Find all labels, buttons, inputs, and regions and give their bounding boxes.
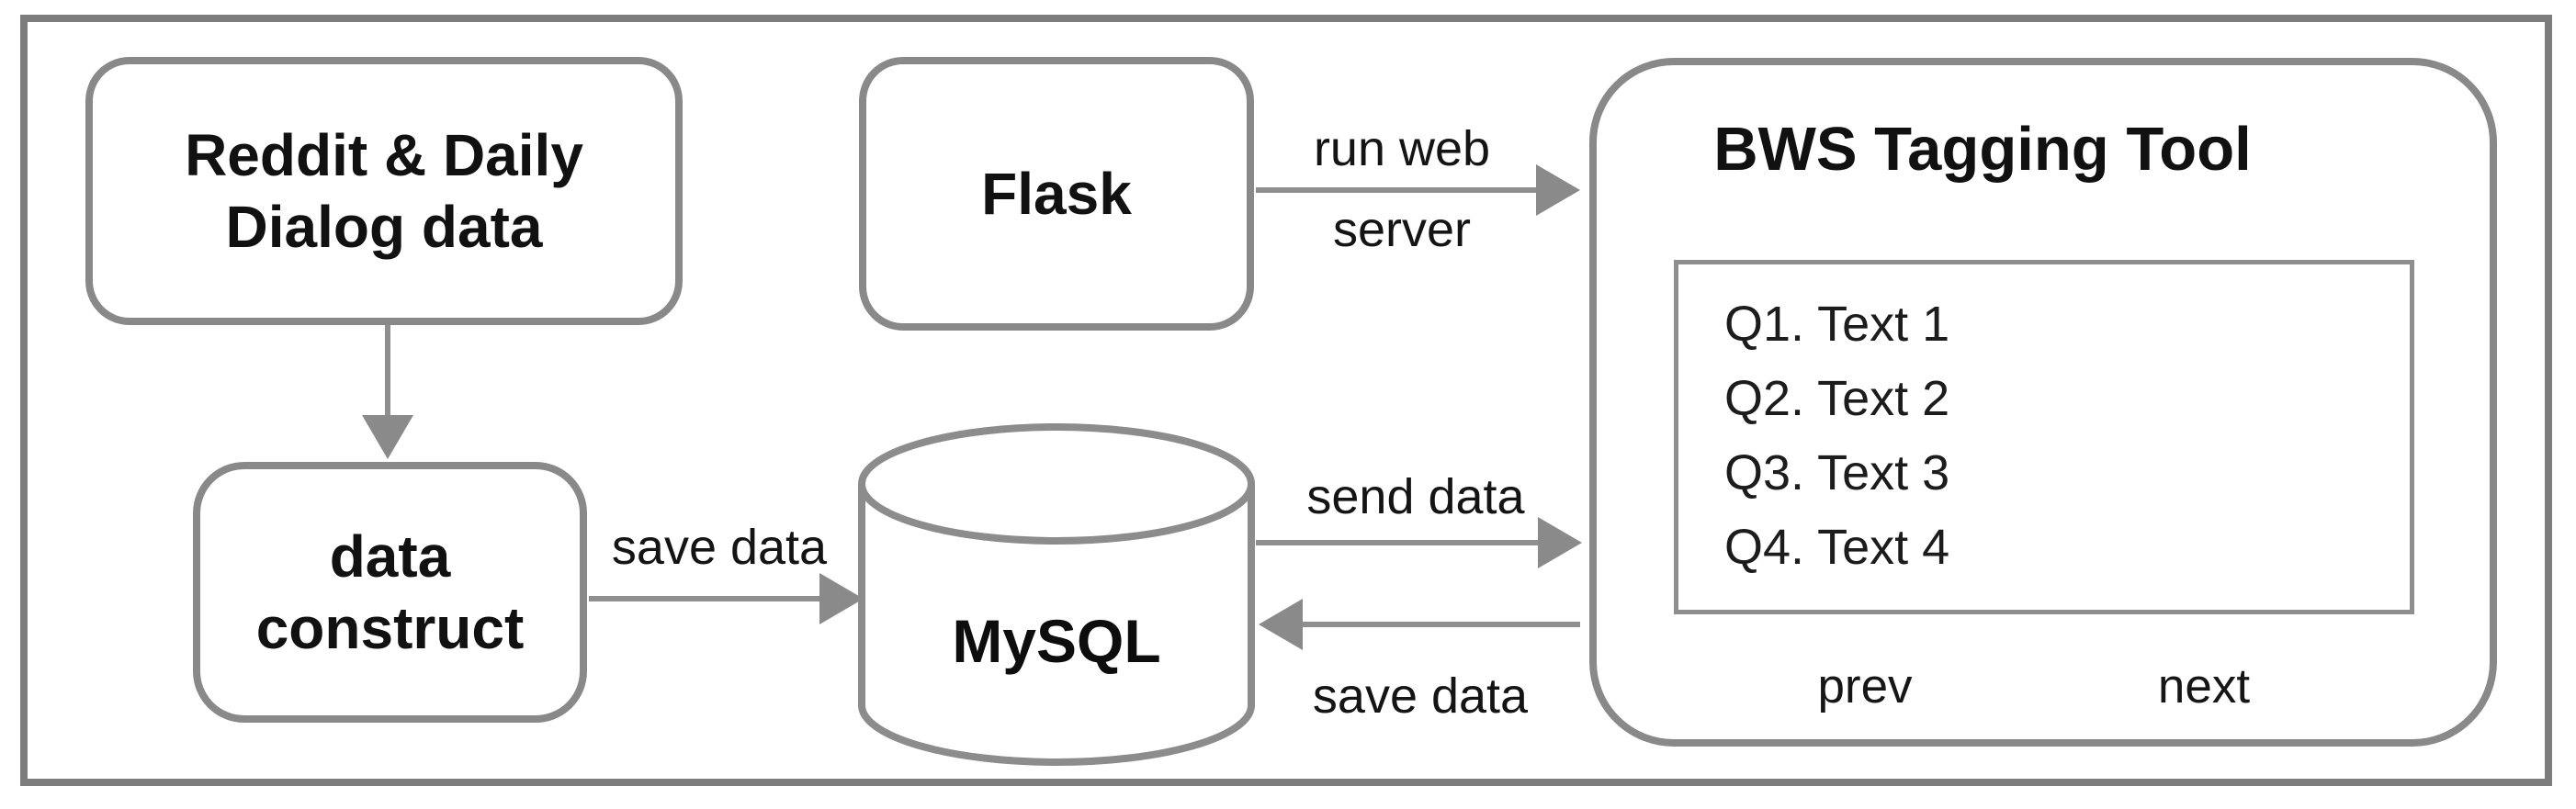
next-label: next — [2157, 659, 2251, 713]
bws-title: BWS Tagging Tool — [1713, 115, 2252, 184]
edge-label-send-data: send data — [1306, 469, 1525, 524]
node-reddit-label: Reddit & Daily Dialog data — [185, 122, 583, 260]
node-mysql-label: MySQL — [952, 607, 1161, 675]
edge-label-save-data-construct-mysql: save data — [611, 520, 828, 575]
arrow-left-icon — [1259, 599, 1303, 650]
arrow-flask-to-bws — [1256, 164, 1580, 216]
mysql-cylinder-icon — [858, 423, 1255, 766]
arrow-reddit-to-construct — [362, 323, 413, 459]
question-panel — [1674, 260, 2414, 614]
question-item: Q2. Text 2 — [1724, 371, 1950, 426]
arrow-mysql-to-bws — [1256, 517, 1582, 568]
node-reddit-daily-dialog-data: Reddit & Daily Dialog data — [85, 57, 683, 325]
arrow-right-icon — [1536, 164, 1580, 216]
question-item: Q1. Text 1 — [1724, 297, 1950, 352]
prev-label: prev — [1817, 659, 1913, 713]
arrow-right-icon — [819, 573, 864, 624]
edge-label-run-web-server: run web server — [1313, 121, 1491, 257]
node-flask-label: Flask — [981, 161, 1132, 227]
question-list: Q1. Text 1 Q2. Text 2 Q3. Text 3 Q4. Tex… — [1724, 287, 1949, 585]
arrow-down-icon — [362, 415, 413, 459]
arrow-bws-to-mysql — [1259, 599, 1580, 650]
arrow-right-icon — [1538, 517, 1582, 568]
node-flask: Flask — [859, 57, 1254, 331]
node-data-construct: data construct — [193, 462, 587, 723]
question-item: Q4. Text 4 — [1724, 520, 1950, 575]
arrow-construct-to-mysql — [589, 573, 864, 624]
edge-label-save-data-bws-mysql: save data — [1312, 669, 1529, 724]
node-data-construct-label: data construct — [255, 523, 525, 661]
question-item: Q3. Text 3 — [1724, 445, 1950, 500]
